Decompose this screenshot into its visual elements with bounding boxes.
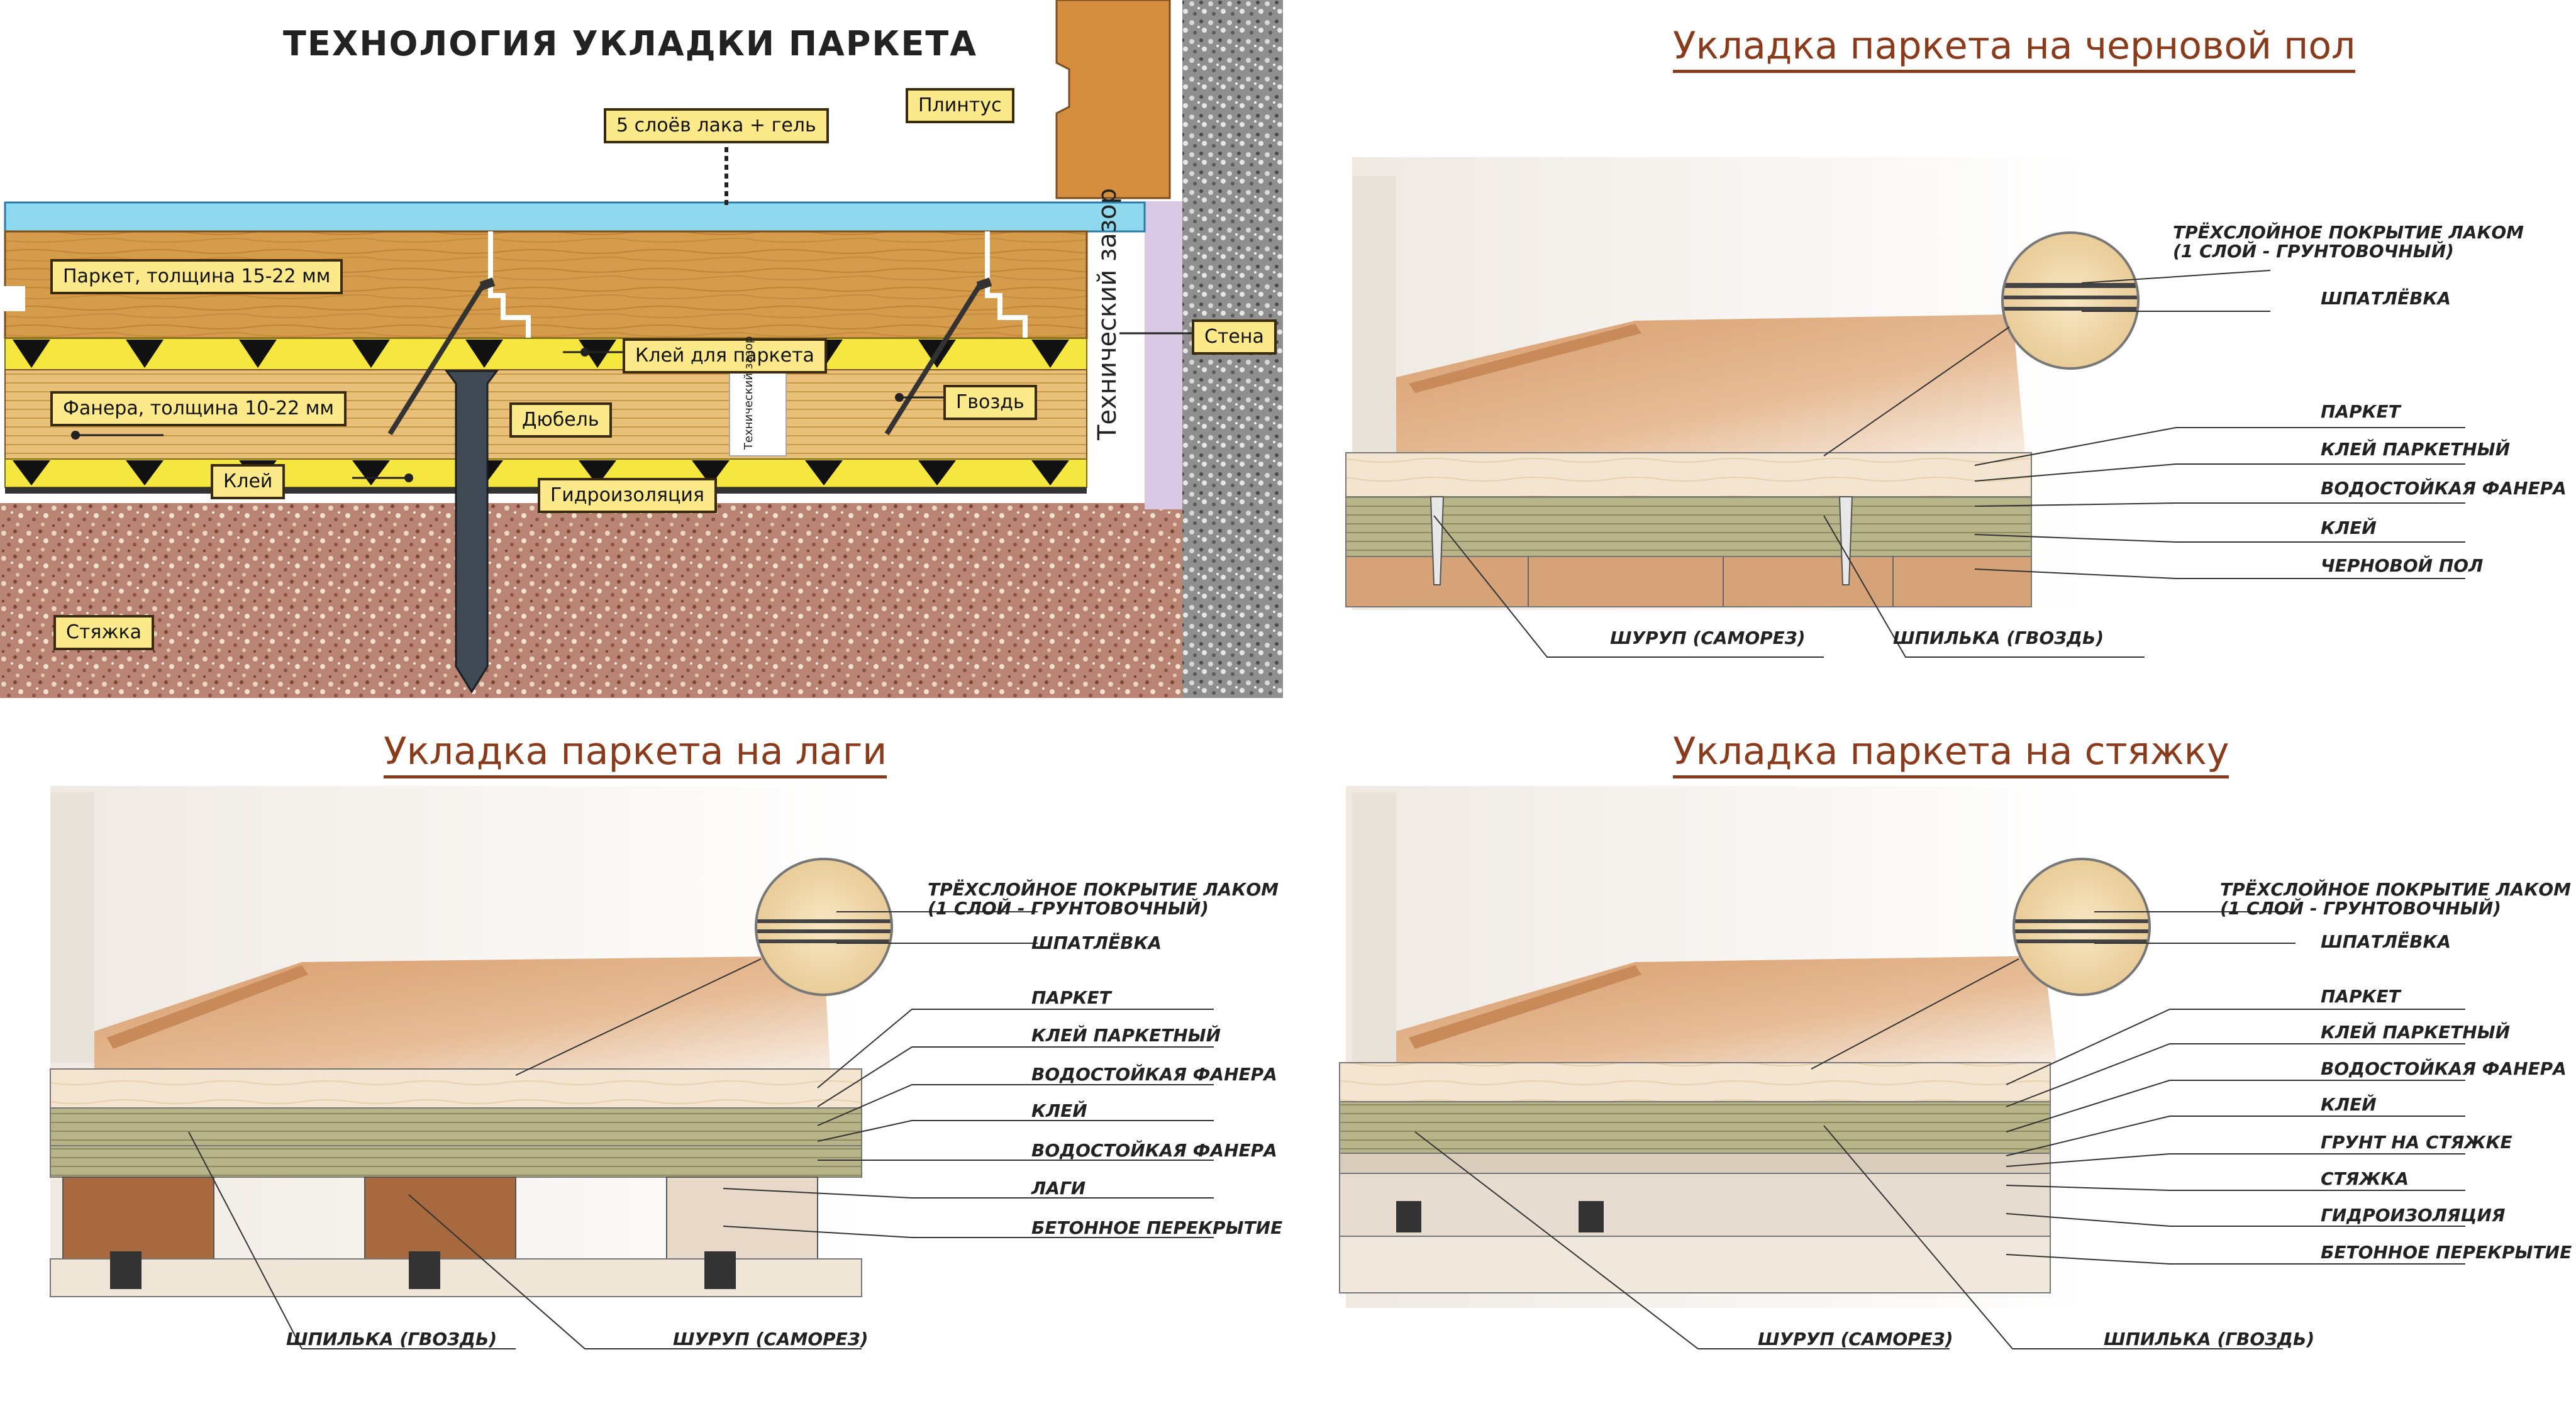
title-joists: Укладка паркета на лаги (384, 729, 887, 778)
screed-callout-screed: СТЯЖКА (2321, 1168, 2409, 1189)
screed-callout-glue-parquet: КЛЕЙ ПАРКЕТНЫЙ (2321, 1022, 2511, 1043)
label-glue: Клей (211, 464, 286, 499)
screed-callout-stud: ШПИЛЬКА (ГВОЗДЬ) (2104, 1329, 2315, 1349)
label-wall: Стена (1192, 319, 1277, 355)
glue-layer-top (4, 338, 1087, 370)
plinth-shape (1055, 0, 1171, 199)
panel-screed-graphic (1339, 786, 2465, 1349)
lacquer-layer (4, 201, 1146, 233)
nail-right (884, 281, 984, 436)
joists-callout-coat: ТРЁХСЛОЙНОЕ ПОКРЫТИЕ ЛАКОМ (1 СЛОЙ - ГРУ… (928, 879, 1279, 919)
joists-callout-glue-parquet: КЛЕЙ ПАРКЕТНЫЙ (1031, 1025, 1221, 1046)
screed-callout-screw: ШУРУП (САМОРЕЗ) (1758, 1329, 1953, 1349)
rough-callout-plywood: ВОДОСТОЙКАЯ ФАНЕРА (2321, 478, 2567, 499)
rough-callout-coat: ТРЁХСЛОЙНОЕ ПОКРЫТИЕ ЛАКОМ (1 СЛОЙ - ГРУ… (2173, 222, 2524, 262)
label-tech-gap: Технический зазор (1093, 188, 1122, 440)
screed-callout-putty: ШПАТЛЁВКА (2321, 931, 2451, 952)
label-dowel: Дюбель (509, 402, 612, 438)
concrete-slab (50, 1258, 862, 1297)
main-diagram-graphic (0, 0, 1283, 698)
title-rough-floor: Укладка паркета на черновой пол (1673, 24, 2356, 73)
label-screed: Стяжка (53, 615, 154, 650)
screed-callout-slab: БЕТОННОЕ ПЕРЕКРЫТИЕ (2321, 1242, 2572, 1263)
gap-lilac (1145, 201, 1182, 509)
screed-callout-glue: КЛЕЙ (2321, 1094, 2377, 1115)
rough-callout-rough-floor: ЧЕРНОВОЙ ПОЛ (2321, 555, 2484, 576)
title-screed: Укладка паркета на стяжку (1673, 729, 2229, 778)
joist-2 (364, 1177, 516, 1260)
rough-plinth (1409, 324, 1641, 393)
screed-callout-parquet: ПАРКЕТ (2321, 986, 2401, 1007)
nail-left (387, 281, 487, 436)
dowel-shape (445, 370, 499, 694)
label-waterproofing: Гидроизоляция (538, 478, 717, 513)
screed-layer (0, 503, 1182, 698)
label-lacquer: 5 слоёв лака + гель (604, 108, 829, 143)
rough-callout-parquet: ПАРКЕТ (2321, 401, 2401, 422)
joist-3 (666, 1177, 818, 1260)
rough-callout-glue: КЛЕЙ (2321, 518, 2377, 538)
screed-callout-waterproofing: ГИДРОИЗОЛЯЦИЯ (2321, 1205, 2506, 1226)
panel-joists-graphic (50, 786, 1214, 1349)
joists-callout-joists: ЛАГИ (1031, 1178, 1086, 1199)
joists-callout-stud: ШПИЛЬКА (ГВОЗДЬ) (286, 1329, 497, 1349)
label-plywood: Фанера, толщина 10-22 мм (50, 391, 347, 426)
label-plinth: Плинтус (906, 88, 1014, 123)
panel-rough-graphic (1345, 157, 2465, 658)
joists-callout-putty: ШПАТЛЁВКА (1031, 933, 1162, 953)
joists-callout-plywood-1: ВОДОСТОЙКАЯ ФАНЕРА (1031, 1064, 1277, 1085)
screed-callout-plywood: ВОДОСТОЙКАЯ ФАНЕРА (2321, 1058, 2567, 1079)
rough-callout-glue-parquet: КЛЕЙ ПАРКЕТНЫЙ (2321, 439, 2511, 460)
rough-callout-stud: ШПИЛЬКА (ГВОЗДЬ) (1893, 628, 2104, 648)
joist-1 (62, 1177, 214, 1260)
rough-callout-screw: ШУРУП (САМОРЕЗ) (1610, 628, 1806, 648)
rough-callout-putty: ШПАТЛЁВКА (2321, 288, 2451, 309)
main-title: ТЕХНОЛОГИЯ УКЛАДКИ ПАРКЕТА (283, 24, 978, 64)
label-nail: Гвоздь (943, 385, 1037, 420)
label-small-gap: Технический зазор (742, 336, 755, 450)
label-parquet-glue: Клей для паркета (623, 338, 827, 374)
joists-callout-glue: КЛЕЙ (1031, 1100, 1087, 1121)
joists-callout-parquet: ПАРКЕТ (1031, 987, 1111, 1008)
screed-callout-primer: ГРУНТ НА СТЯЖКЕ (2321, 1132, 2512, 1153)
joists-callout-screw: ШУРУП (САМОРЕЗ) (673, 1329, 869, 1349)
screed-callout-coat: ТРЁХСЛОЙНОЕ ПОКРЫТИЕ ЛАКОМ (1 СЛОЙ - ГРУ… (2220, 879, 2572, 919)
joists-callout-slab: БЕТОННОЕ ПЕРЕКРЫТИЕ (1031, 1217, 1283, 1238)
label-parquet: Паркет, толщина 15-22 мм (50, 259, 343, 294)
joists-callout-plywood-2: ВОДОСТОЙКАЯ ФАНЕРА (1031, 1140, 1277, 1161)
